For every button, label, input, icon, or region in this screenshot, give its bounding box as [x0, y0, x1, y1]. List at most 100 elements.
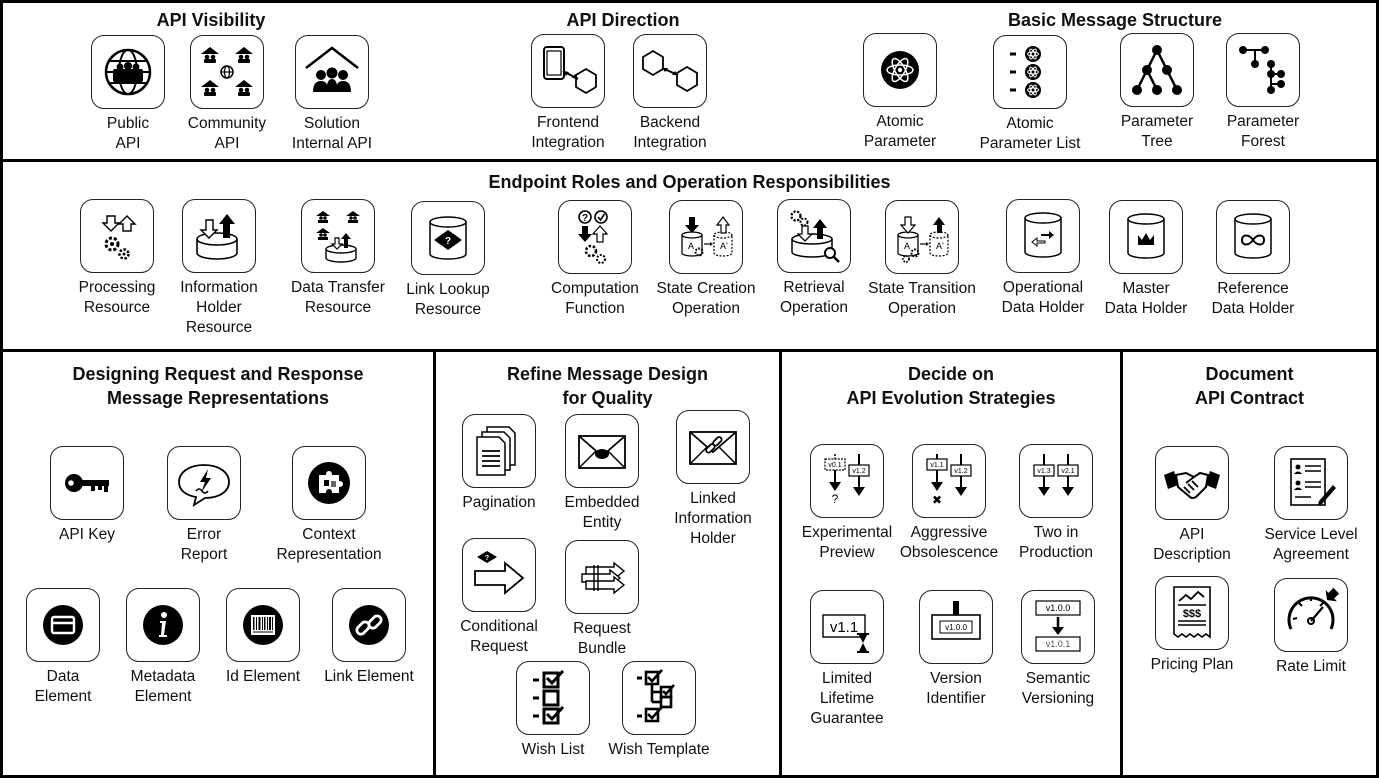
gauge-icon: [1274, 578, 1348, 652]
pattern-label: Community API: [187, 115, 267, 152]
pattern-computation-function[interactable]: ? Computation Function: [515, 200, 675, 319]
status-mark: ?: [832, 492, 839, 506]
pattern-label: Atomic Parameter: [863, 113, 937, 150]
link-icon: [332, 588, 406, 662]
pattern-label: Context Representation: [276, 526, 382, 563]
panel-row1: API Visibility API Direction Basic Messa…: [0, 0, 1379, 162]
pattern-rate-limit[interactable]: Rate Limit: [1231, 578, 1379, 677]
pattern-label: Backend Integration: [633, 114, 707, 151]
forest-icon: [1226, 33, 1300, 107]
version-text: v1.1: [930, 462, 943, 469]
pattern-wish-template[interactable]: Wish Template: [579, 661, 739, 760]
pattern-label: Version Identifier: [926, 670, 986, 707]
pattern-backend-integration[interactable]: Backend Integration: [590, 34, 750, 153]
section-title-endpoint-roles: Endpoint Roles and Operation Responsibil…: [488, 172, 891, 192]
pattern-pricing-plan[interactable]: $$$ Pricing Plan: [1112, 576, 1272, 675]
version-text: v1.2: [852, 468, 865, 475]
pattern-label: Retrieval Operation: [779, 279, 849, 316]
version-text: v1.0.0: [1046, 603, 1071, 613]
pattern-information-holder-resource[interactable]: Information Holder Resource: [139, 199, 299, 338]
pattern-context-representation[interactable]: Context Representation: [249, 446, 409, 565]
pattern-conditional-request[interactable]: ? Conditional Request: [419, 538, 579, 657]
pattern-label: State Creation Operation: [656, 280, 756, 317]
pattern-frontend-integration[interactable]: Frontend Integration: [488, 34, 648, 153]
pattern-label: API Key: [59, 526, 115, 543]
pattern-community-api[interactable]: Community API: [147, 35, 307, 154]
error-report-icon: [167, 446, 241, 520]
pattern-api-description[interactable]: API Description: [1112, 446, 1272, 565]
pattern-label: Wish List: [521, 741, 585, 758]
pattern-embedded-entity[interactable]: Embedded Entity: [522, 414, 682, 533]
svg-text:?: ?: [445, 236, 451, 247]
pattern-metadata-element[interactable]: Metadata Element: [83, 588, 243, 707]
pattern-state-creation-operation[interactable]: A A' State Creation Operation: [626, 200, 786, 319]
pattern-linked-information-holder[interactable]: Linked Information Holder: [633, 410, 793, 549]
panel-endpoint-roles: Endpoint Roles and Operation Responsibil…: [0, 159, 1379, 352]
pattern-pagination[interactable]: Pagination: [419, 414, 579, 513]
pattern-label: Semantic Versioning: [1021, 670, 1095, 707]
pattern-limited-lifetime-guarantee[interactable]: v1.1 Limited Lifetime Guarantee: [767, 590, 927, 729]
pattern-label: Link Element: [324, 668, 414, 685]
master-data-icon: [1109, 200, 1183, 274]
pattern-master-data-holder[interactable]: Master Data Holder: [1066, 200, 1226, 319]
aggressive-obsolescence-icon: v1.1✖v1.2: [912, 444, 986, 518]
pattern-service-level-agreement[interactable]: Service Level Agreement: [1231, 446, 1379, 565]
svg-text:A': A': [936, 241, 944, 251]
pattern-wish-list[interactable]: Wish List: [473, 661, 633, 760]
pattern-api-key[interactable]: API Key: [7, 446, 167, 545]
pattern-label: Data Transfer Resource: [291, 279, 385, 316]
pattern-label: Data Element: [34, 668, 92, 705]
pattern-data-transfer-resource[interactable]: Data Transfer Resource: [258, 199, 418, 318]
price-text: $$$: [1183, 608, 1201, 620]
pattern-label: Wish Template: [608, 741, 710, 758]
svg-text:A': A': [720, 241, 728, 251]
pattern-link-lookup-resource[interactable]: ? Link Lookup Resource: [368, 201, 528, 320]
pattern-label: Reference Data Holder: [1211, 280, 1295, 317]
backend-integration-icon: [633, 34, 707, 108]
data-element-icon: [26, 588, 100, 662]
panel-evolution: Decide on API Evolution Strategies v0.1?…: [779, 349, 1123, 778]
section-title-refine-message: Refine Message Design for Quality: [506, 364, 709, 408]
pattern-label: Pagination: [462, 494, 536, 511]
pattern-error-report[interactable]: Error Report: [124, 446, 284, 565]
panel-refine-message: Refine Message Design for Quality Pagina…: [433, 349, 782, 778]
bundle-icon: [565, 540, 639, 614]
pattern-public-api[interactable]: Public API: [48, 35, 208, 154]
pattern-aggressive-obsolescence[interactable]: v1.1✖v1.2 Aggressive Obsolescence: [869, 444, 1029, 563]
pattern-label: Error Report: [180, 526, 228, 563]
pattern-request-bundle[interactable]: Request Bundle: [522, 540, 682, 659]
pattern-parameter-forest[interactable]: Parameter Forest: [1183, 33, 1343, 152]
barcode-icon: [226, 588, 300, 662]
atom-list-icon: [993, 35, 1067, 109]
contract-signature-icon: [1274, 446, 1348, 520]
section-title-basic-message-structure: Basic Message Structure: [1007, 10, 1223, 30]
pattern-version-identifier[interactable]: v1.0.0 Version Identifier: [876, 590, 1036, 709]
section-title-api-visibility: API Visibility: [156, 10, 266, 30]
pattern-link-element[interactable]: Link Element: [289, 588, 449, 687]
pattern-operational-data-holder[interactable]: Operational Data Holder: [963, 199, 1123, 318]
section-title-evolution: Decide on API Evolution Strategies: [846, 364, 1056, 408]
pattern-data-element[interactable]: Data Element: [0, 588, 143, 707]
pattern-processing-resource[interactable]: Processing Resource: [37, 199, 197, 318]
puzzle-icon: [292, 446, 366, 520]
pattern-experimental-preview[interactable]: v0.1?v1.2 Experimental Preview: [767, 444, 927, 563]
pattern-label: Linked Information Holder: [674, 490, 752, 547]
pattern-label: Rate Limit: [1276, 658, 1346, 675]
section-title-designing-request: Designing Request and Response Message R…: [72, 364, 364, 408]
pattern-parameter-tree[interactable]: Parameter Tree: [1077, 33, 1237, 152]
computation-function-icon: ?: [558, 200, 632, 274]
pattern-retrieval-operation[interactable]: Retrieval Operation: [734, 199, 894, 318]
data-transfer-icon: [301, 199, 375, 273]
svg-text:A: A: [688, 241, 694, 251]
tree-icon: [1120, 33, 1194, 107]
pattern-id-element[interactable]: Id Element: [183, 588, 343, 687]
panel-document-contract: Document API Contract API Description Se…: [1120, 349, 1379, 778]
pattern-label: Parameter Tree: [1120, 113, 1194, 150]
pattern-solution-internal-api[interactable]: Solution Internal API: [252, 35, 412, 154]
pattern-reference-data-holder[interactable]: Reference Data Holder: [1173, 200, 1333, 319]
pattern-atomic-parameter[interactable]: Atomic Parameter: [820, 33, 980, 152]
pattern-atomic-parameter-list[interactable]: Atomic Parameter List: [950, 35, 1110, 154]
